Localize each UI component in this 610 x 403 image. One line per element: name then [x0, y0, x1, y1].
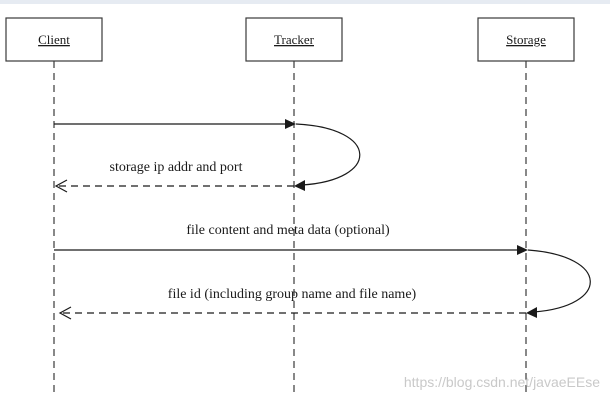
actor-label-client: Client	[38, 32, 70, 47]
actor-label-tracker: Tracker	[274, 32, 315, 47]
arrow-head	[54, 179, 68, 193]
message-label: storage ip addr and port	[110, 160, 243, 175]
message-file-upload: file content and meta data (optional)	[54, 223, 528, 255]
actor-tracker: Tracker	[245, 17, 343, 62]
actor-storage: Storage	[477, 17, 575, 62]
watermark-text: https://blog.csdn.net/javaeEEse	[404, 374, 600, 390]
tracker-processing-curve	[295, 123, 361, 186]
actor-box-client	[5, 17, 103, 62]
storage-processing-curve	[527, 249, 591, 313]
message-file-id-reply: file id (including group name and file n…	[58, 287, 526, 320]
actor-box-storage	[477, 17, 575, 62]
curve-arrow-head	[526, 307, 537, 318]
message-label: file content and meta data (optional)	[186, 223, 390, 238]
curve-arrow-head	[294, 180, 305, 191]
arrow-head	[285, 119, 296, 129]
message-storage-ip-reply: storage ip addr and port	[54, 160, 294, 193]
arrow-head	[517, 245, 528, 255]
arrow-head	[58, 306, 72, 320]
top-border-band	[0, 0, 610, 4]
actor-label-storage: Storage	[506, 32, 546, 47]
message-label: file id (including group name and file n…	[168, 287, 417, 302]
message-request-tracker	[54, 119, 296, 129]
actor-client: Client	[5, 17, 103, 62]
actor-box-tracker	[245, 17, 343, 62]
